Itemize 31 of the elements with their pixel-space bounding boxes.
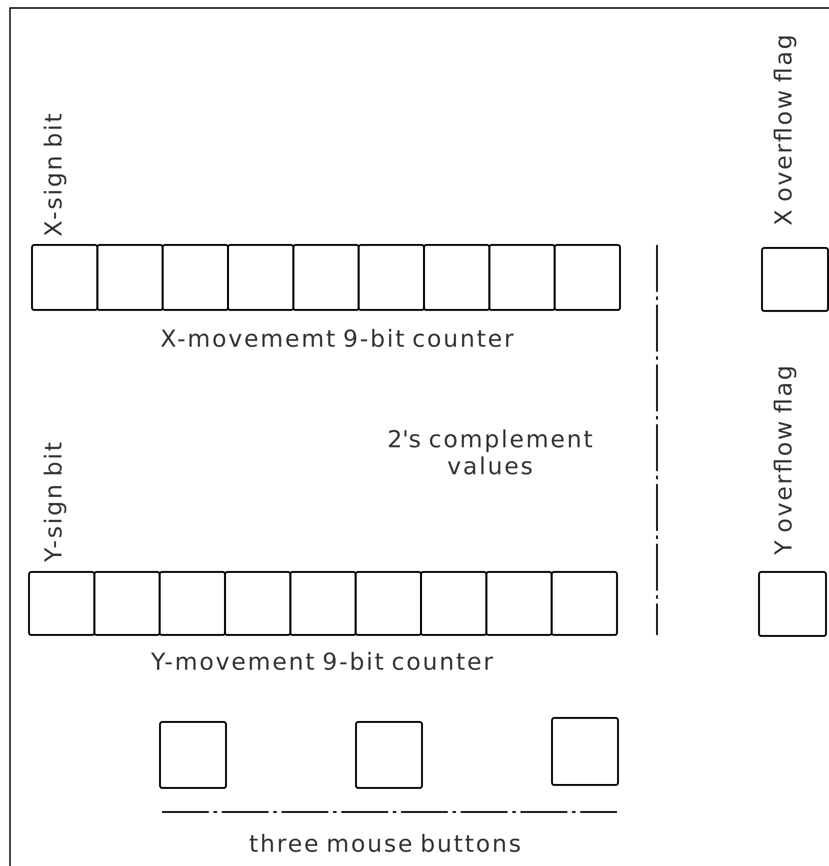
bit-box [162,244,229,311]
bit-box [224,571,292,636]
bit-box [488,244,556,311]
bit-box [158,571,226,636]
bit-box [423,244,490,311]
bit-box [96,244,164,311]
bit-box [485,571,553,636]
bit-box [292,244,360,311]
bit-box [358,244,425,311]
row-caption: X-movememt 9-bit counter [161,328,514,348]
bit-box [761,247,829,312]
bit-box [554,244,621,311]
bit-box [420,571,488,636]
bit-box [550,571,618,636]
bit-box [289,571,357,636]
bit-box [159,721,227,789]
rotated-label: X overflow flag [774,36,796,225]
bit-box [93,571,161,636]
row-caption: Y-movement 9-bit counter [150,652,493,670]
group-caption: three mouse buttons [250,834,520,852]
rotated-label: X-sign bit [44,114,66,236]
rotated-label: Y overflow flag [774,367,796,555]
bit-box [354,571,422,636]
rotated-label: Y-sign bit [44,442,66,562]
bit-box [355,721,423,789]
bit-box [31,244,98,311]
bit-box [551,717,619,786]
bit-box [28,571,96,636]
note-text: 2's complement values [389,429,592,475]
bit-box [758,571,827,637]
bit-box [227,244,294,311]
